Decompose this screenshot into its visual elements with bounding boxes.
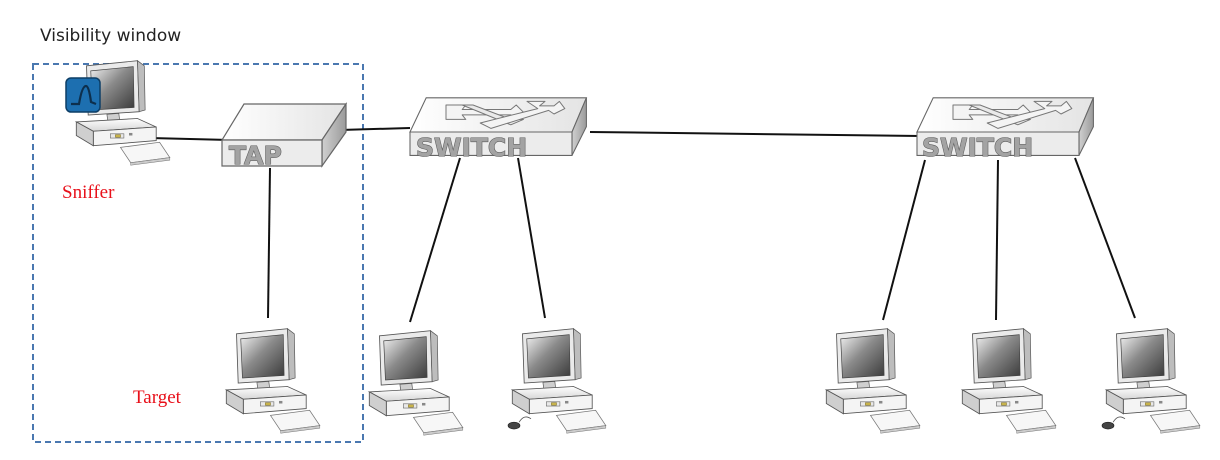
tap-device: TAP	[220, 102, 348, 171]
pc-3-computer-icon	[825, 328, 921, 434]
target-computer-icon	[225, 328, 321, 434]
link-switch1-pc1	[409, 157, 461, 323]
visibility-window-box	[32, 63, 364, 443]
pc-2-computer-icon	[508, 329, 606, 434]
link-switch1-pc2	[517, 157, 546, 319]
network-links	[149, 127, 1136, 323]
link-tap-switch1	[339, 127, 411, 131]
waveform-icon	[65, 77, 101, 113]
link-sniffer-tap	[149, 137, 231, 141]
sniffer-computer-icon	[75, 60, 171, 166]
switch-2-label: SWITCH	[922, 133, 1033, 162]
switch-2: SWITCH	[916, 97, 1094, 163]
target-label: Target	[133, 387, 182, 408]
link-tap-target	[267, 167, 271, 319]
link-switch2-pc5	[1074, 157, 1136, 319]
pc-5-computer-icon	[1102, 329, 1200, 434]
switch-1: SWITCH	[409, 97, 587, 163]
pc-4-computer-icon	[961, 328, 1057, 434]
switch-1-label: SWITCH	[416, 133, 527, 162]
pc-1-computer-icon	[368, 330, 464, 436]
link-switch1-switch2	[589, 131, 921, 137]
sniffer-label: Sniffer	[62, 182, 115, 203]
tap-label: TAP	[229, 141, 282, 170]
link-switch2-pc4	[995, 159, 999, 321]
visibility-window-title: Visibility window	[40, 26, 181, 46]
link-switch2-pc3	[882, 159, 926, 321]
